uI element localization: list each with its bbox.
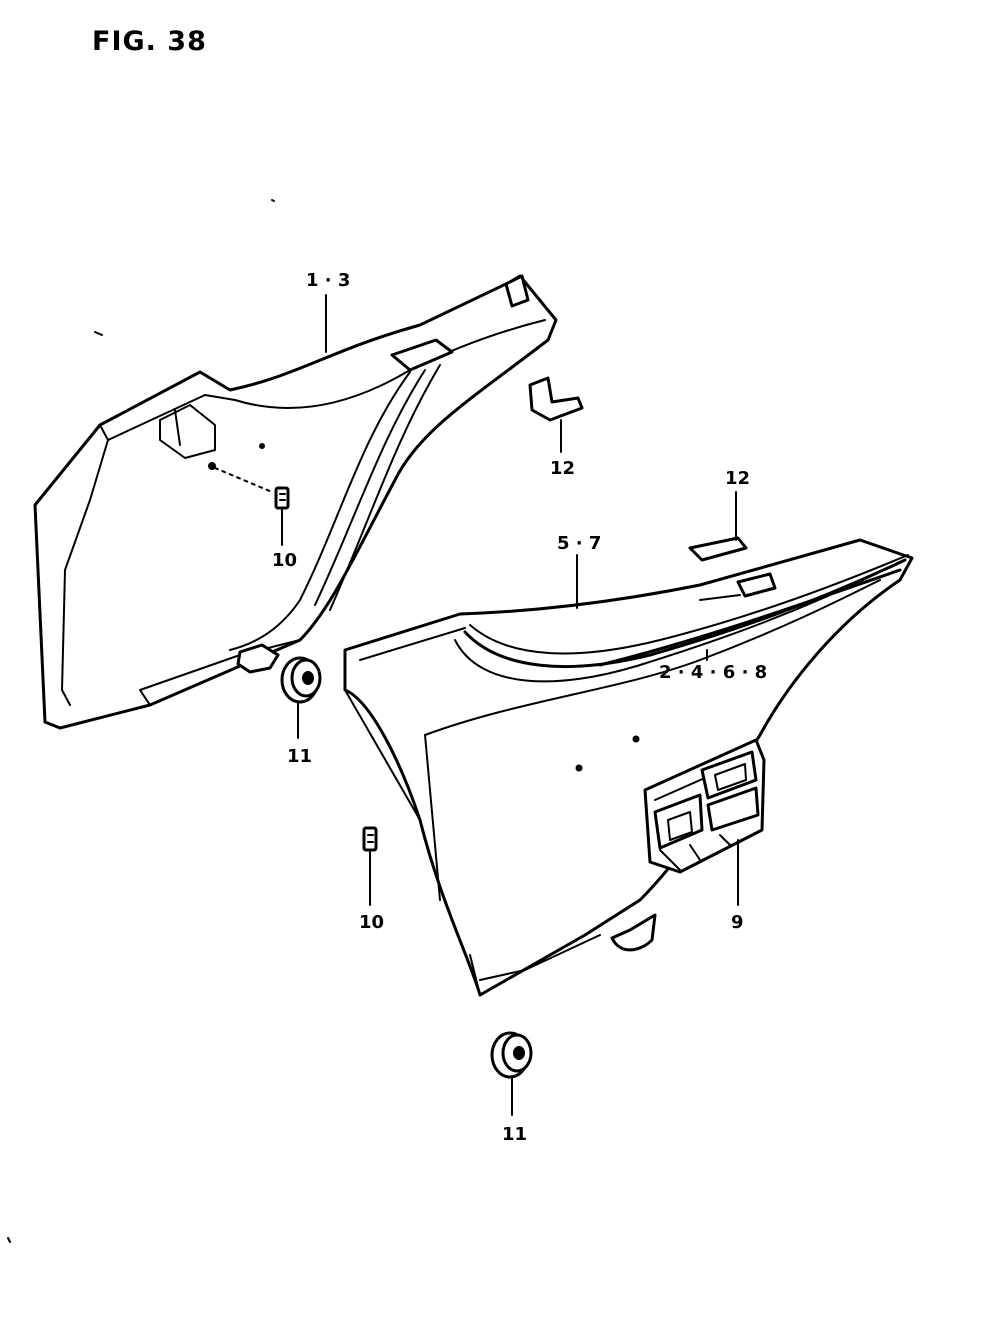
- right-frame-cover: [343, 538, 914, 997]
- left-frame-cover: [33, 199, 558, 730]
- cushion-lower: [688, 491, 748, 562]
- callout-emblem: 2 · 4 · 6 · 8: [659, 662, 768, 683]
- callout-cushion-upper: 12: [550, 458, 576, 479]
- grommet-lower: [490, 1031, 533, 1116]
- badge: [643, 738, 766, 906]
- callout-clip-lower: 10: [359, 912, 385, 933]
- clip-lower: [362, 826, 378, 906]
- callout-clip-upper: 10: [272, 550, 298, 571]
- callout-grommet-upper: 11: [287, 746, 313, 767]
- callout-badge: 9: [731, 912, 744, 933]
- figure-title: FIG. 38: [92, 26, 207, 57]
- clip-upper: [274, 486, 290, 546]
- callout-right-cover: 5 · 7: [557, 533, 602, 554]
- callout-left-cover: 1 · 3: [306, 270, 351, 291]
- grommet-upper: [280, 656, 322, 739]
- callout-grommet-lower: 11: [502, 1124, 528, 1145]
- cushion-upper: [528, 376, 584, 453]
- callout-cushion-lower: 12: [725, 468, 751, 489]
